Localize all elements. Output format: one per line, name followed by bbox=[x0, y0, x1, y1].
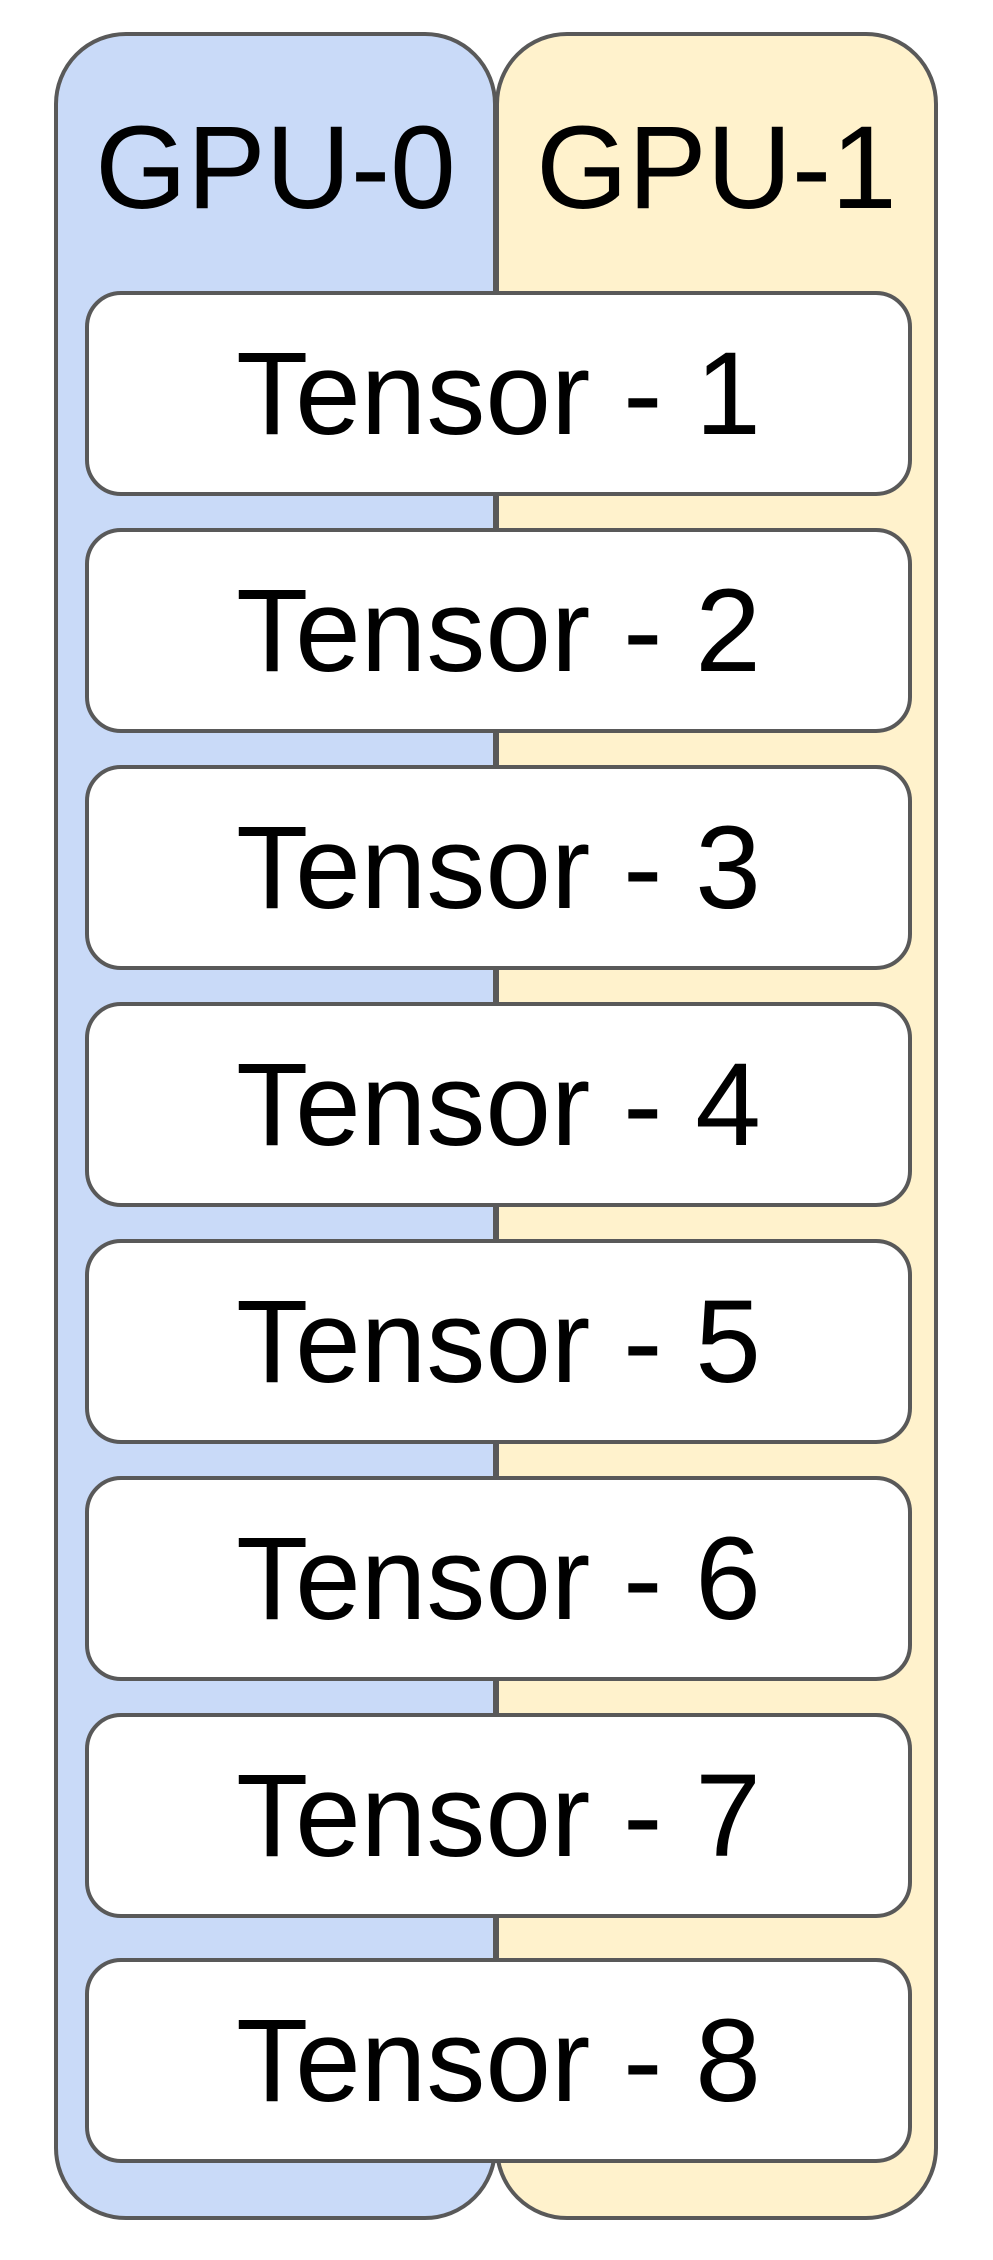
gpu-0-label: GPU-0 bbox=[95, 102, 456, 234]
tensor-box-3: Tensor - 3 bbox=[85, 765, 912, 970]
tensor-box-6: Tensor - 6 bbox=[85, 1476, 912, 1681]
tensor-box-8: Tensor - 8 bbox=[85, 1958, 912, 2163]
tensor-label-8: Tensor - 8 bbox=[236, 1994, 761, 2127]
tensor-box-2: Tensor - 2 bbox=[85, 528, 912, 733]
tensor-label-4: Tensor - 4 bbox=[236, 1038, 761, 1171]
tensor-label-7: Tensor - 7 bbox=[236, 1749, 761, 1882]
tensor-label-2: Tensor - 2 bbox=[236, 564, 761, 697]
gpu-1-label: GPU-1 bbox=[536, 102, 897, 234]
tensor-box-5: Tensor - 5 bbox=[85, 1239, 912, 1444]
tensor-box-7: Tensor - 7 bbox=[85, 1713, 912, 1918]
tensor-label-6: Tensor - 6 bbox=[236, 1512, 761, 1645]
tensor-box-4: Tensor - 4 bbox=[85, 1002, 912, 1207]
tensor-box-1: Tensor - 1 bbox=[85, 291, 912, 496]
tensor-label-3: Tensor - 3 bbox=[236, 801, 761, 934]
tensor-label-5: Tensor - 5 bbox=[236, 1275, 761, 1408]
tensor-label-1: Tensor - 1 bbox=[236, 327, 761, 460]
